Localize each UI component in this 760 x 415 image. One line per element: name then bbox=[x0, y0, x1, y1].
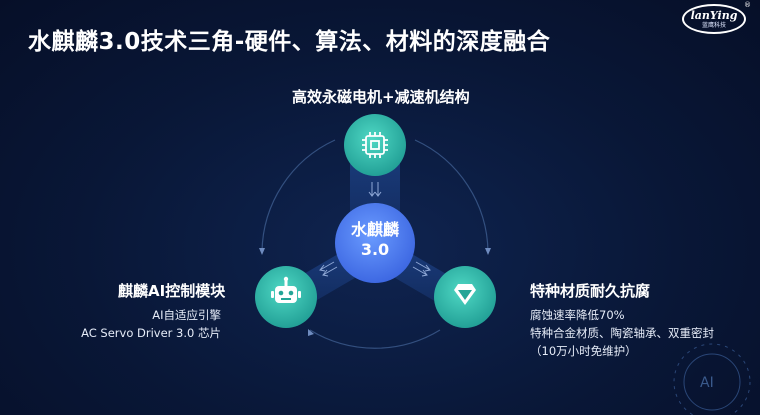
diamond-icon bbox=[454, 284, 476, 305]
top-node bbox=[344, 114, 406, 176]
right-node-desc: 腐蚀速率降低70% 特种合金材质、陶瓷轴承、双重密封 （10万小时免维护） bbox=[530, 306, 714, 360]
ai-watermark-ring bbox=[673, 343, 751, 415]
center-name: 水麒麟 bbox=[350, 220, 399, 239]
page-title: 水麒麟3.0技术三角-硬件、算法、材料的深度融合 bbox=[28, 29, 551, 55]
right-desc-line: （10万小时免维护） bbox=[530, 344, 637, 358]
left-node-title: 麒麟AI控制模块 bbox=[118, 282, 226, 300]
left-desc-line: AI自适应引擎 bbox=[152, 308, 221, 322]
right-node-title: 特种材质耐久抗腐 bbox=[530, 282, 651, 300]
center-version: 3.0 bbox=[360, 240, 390, 259]
logo-brand: lanYing bbox=[690, 9, 738, 22]
right-desc-line: 腐蚀速率降低70% bbox=[530, 308, 625, 322]
registered-mark: ® bbox=[744, 1, 751, 9]
outer-ring bbox=[261, 139, 489, 349]
logo-subtitle: 蓝鹰科技 bbox=[701, 22, 726, 29]
ai-watermark: AI bbox=[700, 375, 714, 391]
left-node bbox=[255, 266, 317, 328]
ring-arrowheads bbox=[259, 248, 491, 336]
center-circle bbox=[335, 203, 415, 283]
chip-icon bbox=[362, 132, 388, 158]
company-logo: lanYing 蓝鹰科技 ® bbox=[682, 1, 751, 34]
robot-icon bbox=[271, 276, 301, 303]
right-desc-line: 特种合金材质、陶瓷轴承、双重密封 bbox=[530, 326, 714, 340]
left-node-desc: AI自适应引擎 AC Servo Driver 3.0 芯片 bbox=[81, 306, 221, 342]
top-node-title: 高效永磁电机+减速机结构 bbox=[292, 88, 470, 106]
left-desc-line: AC Servo Driver 3.0 芯片 bbox=[81, 326, 221, 340]
flow-arrows bbox=[319, 182, 431, 277]
right-node bbox=[434, 266, 496, 328]
center-label: 水麒麟 3.0 bbox=[335, 220, 415, 260]
